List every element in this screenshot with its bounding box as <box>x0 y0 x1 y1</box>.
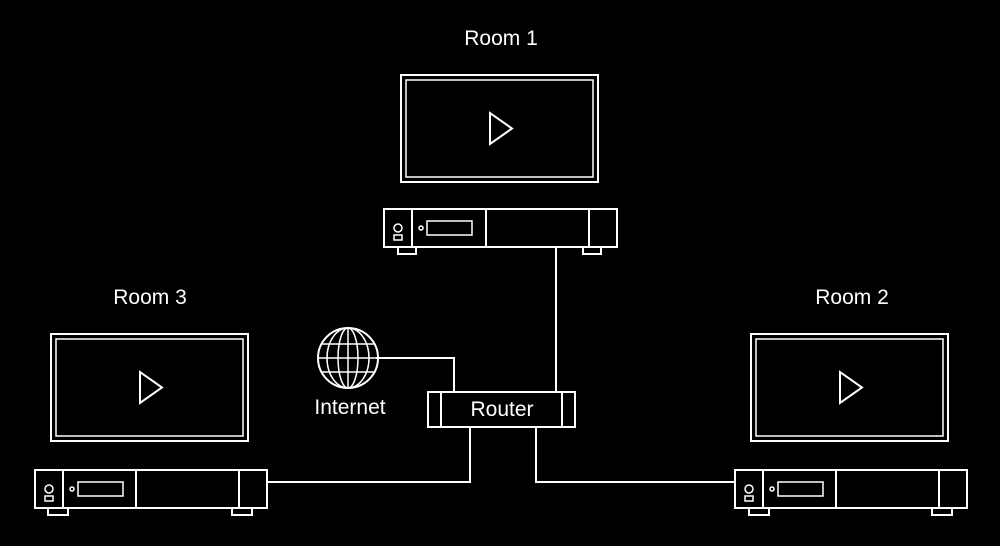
room3-group: Room 3 <box>34 286 268 516</box>
line-internet-router <box>376 357 455 392</box>
connections <box>268 248 735 483</box>
tv-screen-play-icon <box>50 333 249 442</box>
room1-label: Room 1 <box>464 27 538 50</box>
room2-group: Room 2 <box>734 286 968 516</box>
internet-label: Internet <box>314 396 385 419</box>
set-top-box-icon <box>34 469 268 516</box>
line-router-room3 <box>268 427 471 483</box>
internet-group: Internet <box>314 327 386 419</box>
room1-group: Room 1 <box>383 27 618 255</box>
tv-screen-play-icon <box>400 74 599 183</box>
line-router-room2 <box>535 427 735 483</box>
room2-label: Room 2 <box>815 286 889 309</box>
router-group: Router <box>427 391 576 428</box>
globe-icon <box>317 327 379 389</box>
tv-screen-play-icon <box>750 333 949 442</box>
router-box <box>427 391 576 428</box>
set-top-box-icon <box>734 469 968 516</box>
room3-label: Room 3 <box>113 286 187 309</box>
set-top-box-icon <box>383 208 618 255</box>
router-label: Router <box>470 398 533 421</box>
